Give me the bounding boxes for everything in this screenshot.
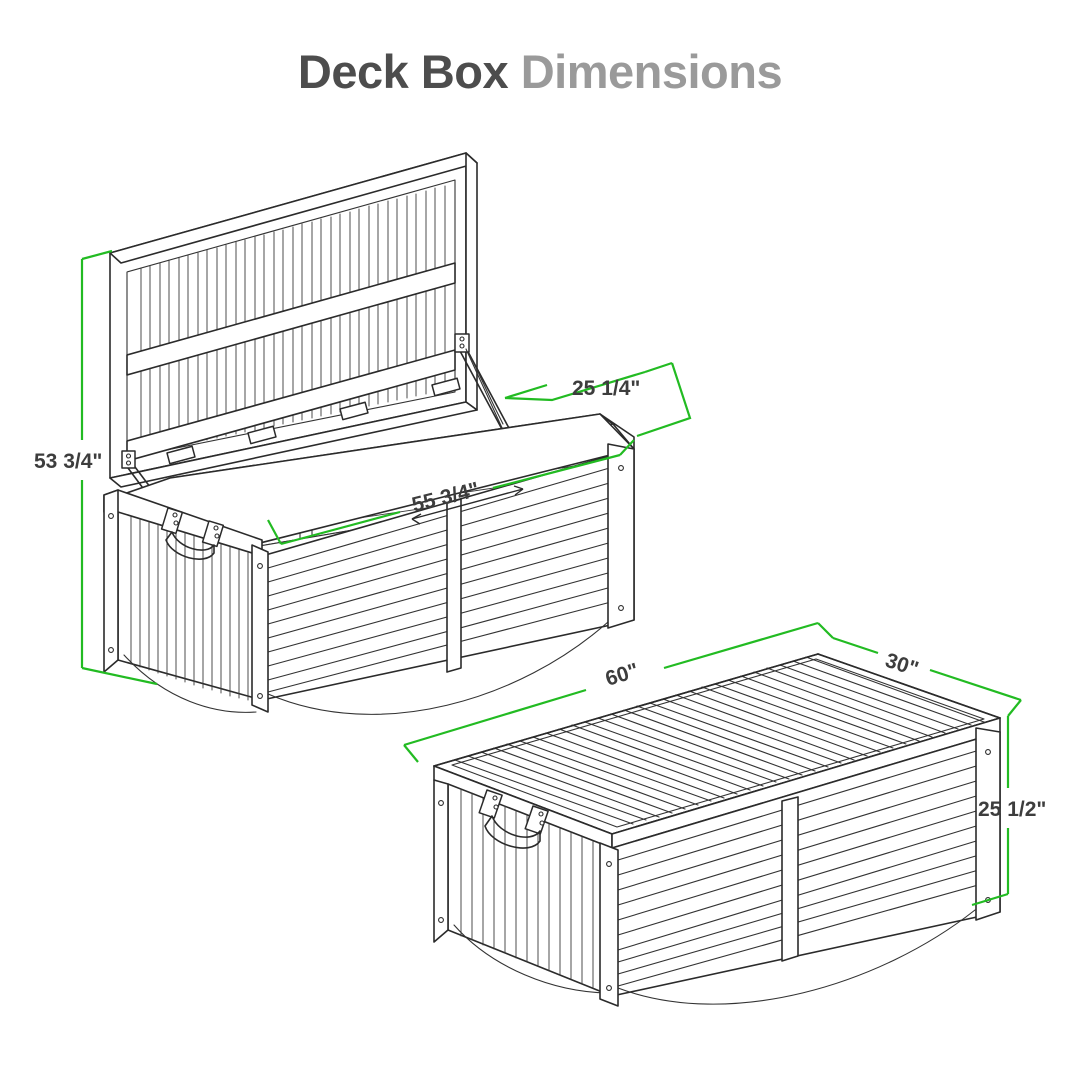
dimension-label-height-closed: 25 1/2" <box>978 798 1046 821</box>
lid-hinges <box>166 377 461 465</box>
dimension-height-open: 53 3/4" <box>34 249 158 686</box>
open-deck-box-view: 53 3/4" 25 1/4" <box>34 152 692 715</box>
dimension-arrow-width-open <box>411 485 524 525</box>
dimension-label-width-closed: 60" <box>603 659 642 691</box>
page-title: Deck Box Dimensions <box>0 44 1080 99</box>
title-light: Dimensions <box>520 45 783 98</box>
open-box-handle <box>160 507 225 560</box>
open-lid-group <box>109 152 478 488</box>
left-panel-vertical-slats <box>130 515 249 701</box>
closed-front-louvers <box>617 744 997 987</box>
closed-deck-box-view: 60" 30" 25 1/2" <box>403 621 1046 1007</box>
closed-box-posts <box>433 727 1001 1007</box>
closed-lid-group <box>433 653 1001 849</box>
dimension-label-depth-open: 25 1/4" <box>572 377 640 400</box>
title-strong: Deck Box <box>297 45 509 98</box>
dimension-label-depth-closed: 30" <box>882 649 921 681</box>
closed-box-handle <box>478 789 549 849</box>
closed-lid-slats <box>454 656 985 825</box>
open-box-body <box>103 413 635 715</box>
dimension-depth-open: 25 1/4" <box>504 361 692 438</box>
dimension-label-height-open: 53 3/4" <box>34 450 102 473</box>
dimension-height-closed: 25 1/2" <box>971 716 1046 907</box>
